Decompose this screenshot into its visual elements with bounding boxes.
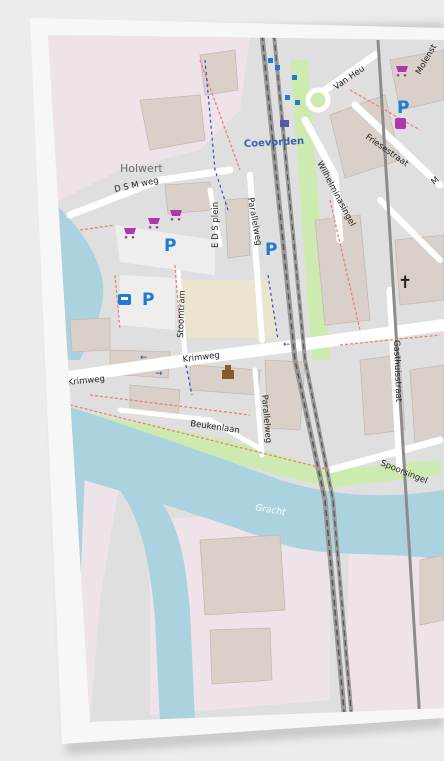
oneway-arrows: ← → ← xyxy=(140,340,291,379)
road-beukenlaan xyxy=(117,407,265,453)
road-friesestraat xyxy=(351,101,444,189)
label-gasthuisstraat: Gasthuisstraat xyxy=(391,340,403,403)
bus-stop-icon xyxy=(118,294,131,305)
road-van-heu xyxy=(314,51,379,99)
parking-icon: P xyxy=(265,240,277,260)
label-coevorden: Coevorden xyxy=(244,136,305,150)
roads xyxy=(48,51,444,474)
parking-area-north xyxy=(115,225,215,275)
road-dsm-weg xyxy=(66,166,234,219)
label-eds-plein: E D S plein xyxy=(211,202,221,248)
shopping-cart-icon xyxy=(124,228,136,239)
roundabout-icon xyxy=(305,87,331,113)
buildings xyxy=(69,49,444,685)
road-stoomtram xyxy=(175,269,188,358)
shopping-cart-icon xyxy=(148,218,160,229)
road-eds-plein xyxy=(207,187,223,248)
label-stoomtram: Stoomtram xyxy=(176,290,188,338)
station-markers xyxy=(268,58,300,127)
label-krimweg-west: Krimweg xyxy=(67,374,105,388)
footpaths xyxy=(69,59,441,471)
label-krimweg-center: Krimweg xyxy=(182,351,220,365)
shopping-cart-icon xyxy=(396,66,408,77)
road-spoorsingel xyxy=(326,436,444,474)
school-zone-southeast xyxy=(345,510,444,712)
school-icon xyxy=(222,365,234,379)
label-parallelweg-south: Parallelweg xyxy=(259,394,273,443)
accessible-parking-icon xyxy=(395,118,406,129)
svg-text:→: → xyxy=(155,369,163,379)
railway xyxy=(259,35,354,722)
road-east-vertical xyxy=(377,197,443,263)
road-parallelweg-north xyxy=(247,172,265,343)
parking-icon: P xyxy=(397,98,409,118)
church-cross-icon: ✝ xyxy=(398,273,412,293)
parking-area-bus xyxy=(118,275,175,330)
parking-icon: P xyxy=(164,236,176,256)
road-wilhelminasingel xyxy=(301,116,344,244)
shopping-cart-icon xyxy=(170,210,182,221)
grass-rail-east xyxy=(290,60,330,360)
cyclepaths xyxy=(185,59,279,396)
construction-area xyxy=(180,280,278,338)
canal-south xyxy=(48,400,444,560)
svg-text:←: ← xyxy=(140,353,148,363)
rail-east xyxy=(376,39,422,722)
road-krimweg xyxy=(48,319,444,386)
parking-icon: P xyxy=(142,290,154,310)
label-holwert: Holwert xyxy=(120,162,163,175)
road-parallelweg-south xyxy=(252,367,265,458)
canal-branch-south xyxy=(100,470,195,722)
svg-text:←: ← xyxy=(283,340,291,350)
road-gasthuisstraat xyxy=(386,286,404,474)
